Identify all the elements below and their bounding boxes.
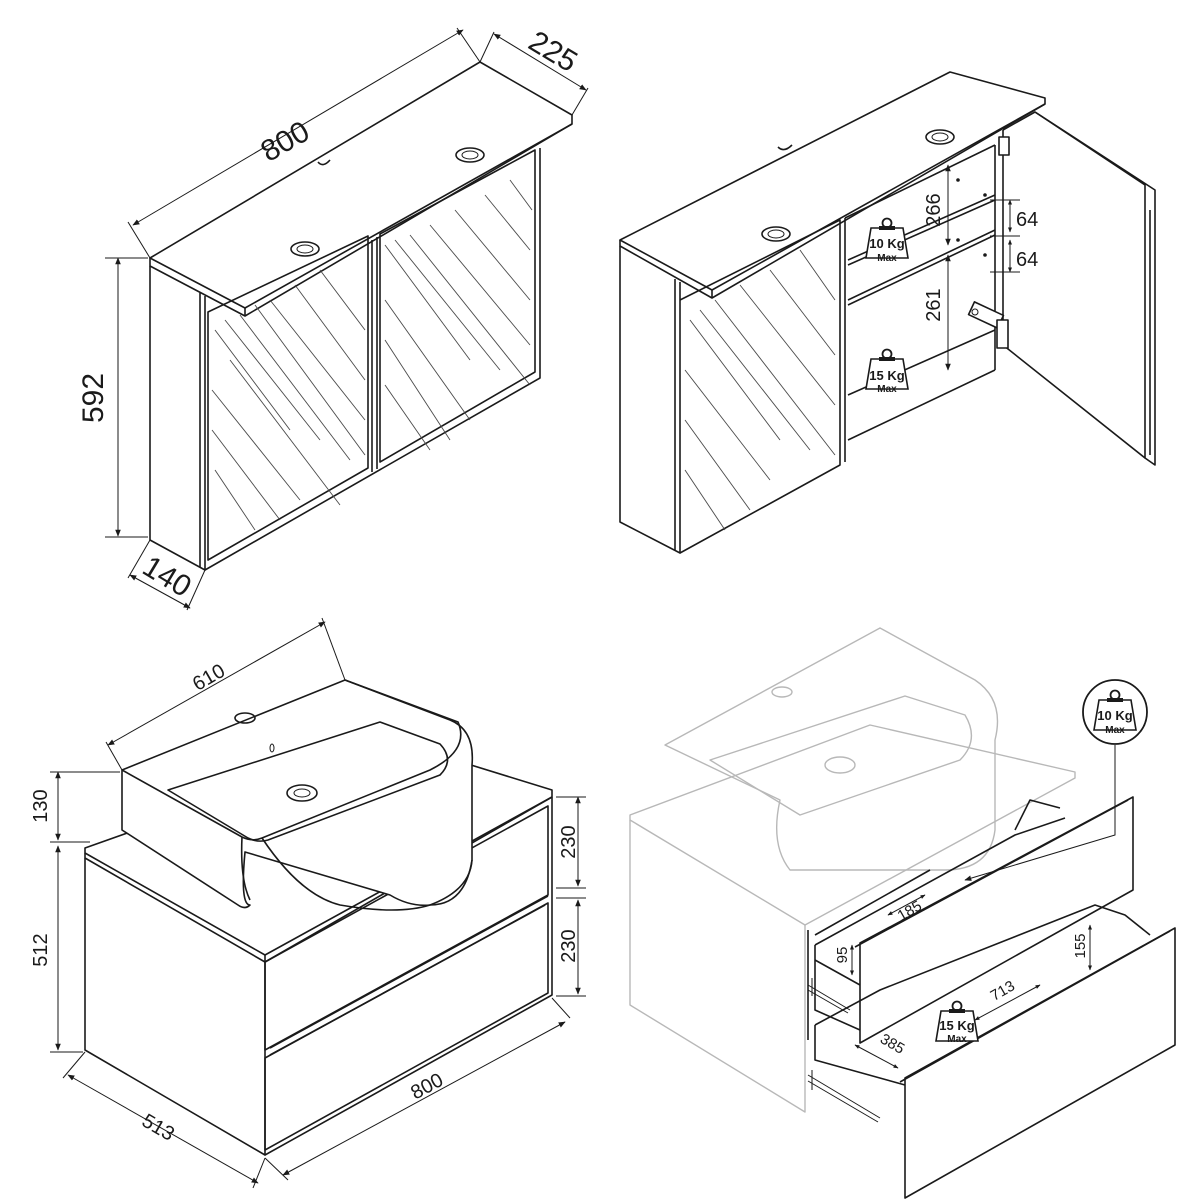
mirror-cabinet-open-view: 266 261 64 64 10 Kg Max 15 Kg Max (619, 71, 1156, 554)
dim-drawer-inner-depth-bottom: 385 (877, 1030, 907, 1057)
dim-drawer-side-height-top: 95 (834, 947, 851, 964)
dim-vanity-depth: 513 (138, 1110, 178, 1146)
dim-drawer-side-height-bottom: 155 (1072, 933, 1089, 958)
drawer-load-weight-label: 15 Kg (939, 1018, 974, 1033)
callout-max-label: Max (1105, 725, 1125, 736)
hinge-icon (967, 136, 1010, 349)
dim-basin-width: 610 (189, 660, 229, 696)
load-weight-icon: 15 Kg Max (935, 1000, 979, 1045)
socket-hole-icon (290, 241, 320, 257)
callout-weight-label: 10 Kg (1097, 708, 1132, 723)
vanity-closed-view: 610 130 512 230 230 800 513 (30, 617, 586, 1189)
load-weight-icon: 10 Kg Max (865, 217, 909, 264)
dim-shelf-offset-2: 64 (1016, 249, 1038, 271)
dim-shelf-gap-top: 266 (923, 193, 945, 226)
mirror-reflection-hatching (211, 269, 366, 531)
dim-drawer-inner-width: 713 (988, 977, 1018, 1004)
dim-shelf-gap-bottom: 261 (923, 288, 945, 321)
load-top-max-label: Max (877, 253, 897, 264)
open-cabinet-top-slab (619, 71, 1046, 291)
dim-mirror-body-depth: 140 (137, 550, 197, 604)
dim-basin-height: 130 (30, 789, 52, 822)
socket-hole-icon (925, 129, 955, 145)
drain-icon (286, 784, 318, 802)
mirror-cabinet-closed-view: 800 225 592 140 (77, 25, 589, 611)
vanity-open-view: 185 95 155 713 385 10 Kg Max 15 Kg Max (629, 627, 1176, 1199)
load-top-weight-label: 10 Kg (869, 236, 904, 251)
drawer-load-max-label: Max (947, 1034, 967, 1045)
dim-shelf-offset-1: 64 (1016, 209, 1038, 231)
load-bottom-max-label: Max (877, 384, 897, 395)
dim-mirror-top-depth: 225 (523, 25, 583, 79)
socket-hole-icon (761, 226, 791, 242)
dim-mirror-height: 592 (77, 373, 110, 423)
load-weight-icon: 15 Kg Max (865, 348, 909, 395)
load-bottom-weight-label: 15 Kg (869, 368, 904, 383)
dim-vanity-width: 800 (407, 1069, 447, 1104)
mirror-cabinet-top-slab (149, 61, 573, 309)
dim-cabinet-height: 512 (30, 933, 52, 966)
dim-drawer-front-bottom: 230 (558, 929, 580, 962)
load-weight-callout-icon: 10 Kg Max (1082, 679, 1148, 745)
dim-drawer-front-top: 230 (558, 825, 580, 858)
